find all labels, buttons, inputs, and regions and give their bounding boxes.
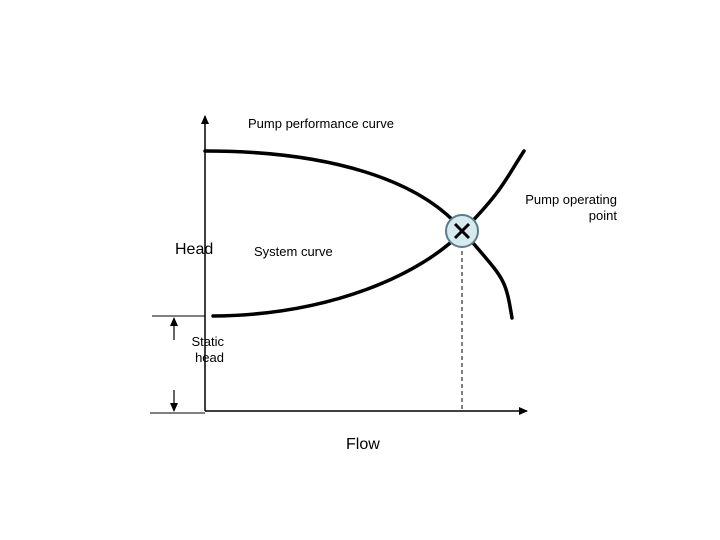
system-curve	[211, 149, 526, 318]
pump-curve-label: Pump performance curve	[248, 116, 394, 131]
static-head-label: Static head	[191, 334, 224, 365]
system-curve-label: System curve	[254, 244, 333, 259]
head-axis-label: Head	[175, 241, 214, 258]
operating-point-label: Pump operating point	[525, 192, 617, 223]
pump-performance-curve	[203, 149, 514, 320]
flow-axis-label: Flow	[346, 436, 380, 453]
circled-x-icon	[445, 214, 479, 248]
